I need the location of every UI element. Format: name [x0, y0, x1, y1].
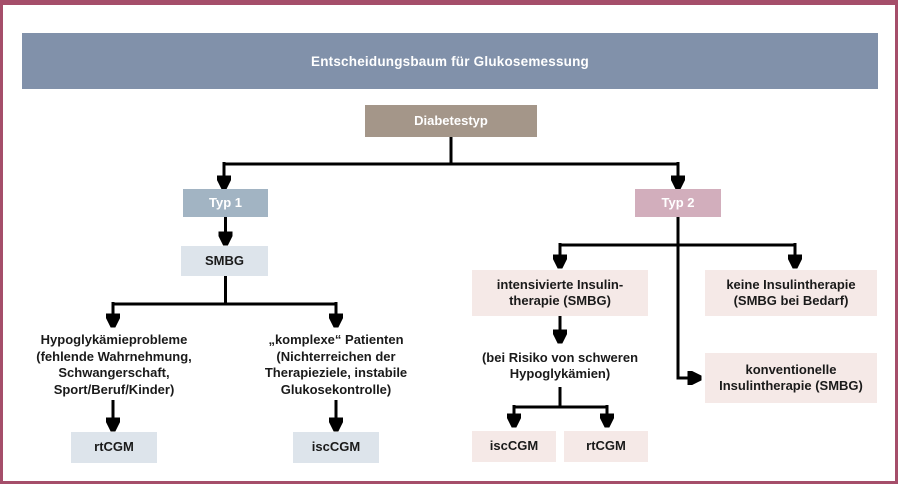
- node-typ-2: Typ 2: [635, 189, 721, 217]
- node-typ-1: Typ 1: [183, 189, 268, 217]
- label-risiko-hypoglykaemien: (bei Risiko von schweren Hypoglykämien): [481, 349, 639, 382]
- node-smbg: SMBG: [181, 246, 268, 276]
- node-isccgm-typ2: iscCGM: [472, 431, 556, 462]
- label-komplexe-patienten: „komplexe“ Patienten (Nichterreichen der…: [264, 332, 408, 397]
- figure-title: Entscheidungsbaum für Glukosemessung: [22, 33, 878, 89]
- node-intensivierte-insulintherapie: intensivierte Insulin- therapie (SMBG): [472, 270, 648, 316]
- node-rtcgm-typ1: rtCGM: [71, 432, 157, 463]
- node-keine-insulintherapie: keine Insulintherapie (SMBG bei Bedarf): [705, 270, 877, 316]
- node-rtcgm-typ2: rtCGM: [564, 431, 648, 462]
- node-konventionelle-insulintherapie: konventionelle Insulintherapie (SMBG): [705, 353, 877, 403]
- node-diabetestyp: Diabetestyp: [365, 105, 537, 137]
- label-hypoglykaemieprobleme: Hypoglykämieprobleme (fehlende Wahrnehmu…: [36, 332, 192, 397]
- node-isccgm-typ1: iscCGM: [293, 432, 379, 463]
